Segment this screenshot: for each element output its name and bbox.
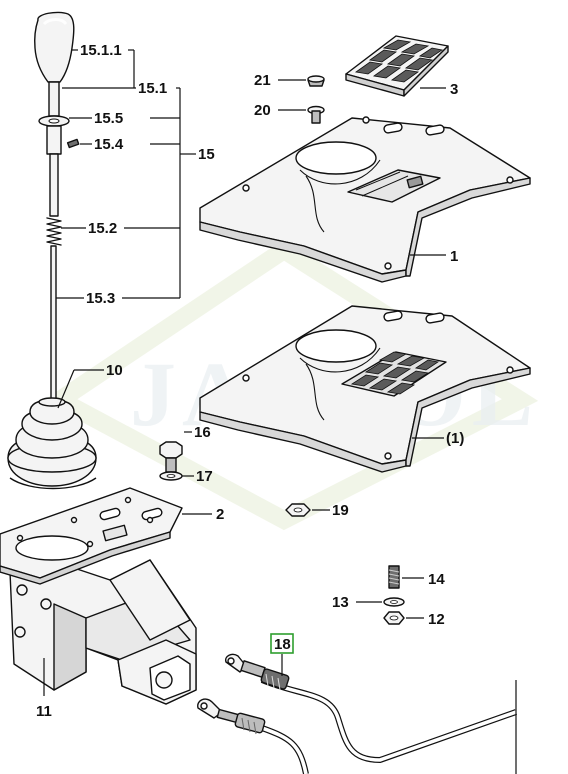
callout-13: 13 [332, 594, 349, 611]
nut-19 [285, 503, 311, 517]
callout-3: 3 [450, 81, 458, 98]
callout-2: 2 [216, 506, 224, 523]
shift-cable-18 [197, 653, 517, 774]
callout-10: 10 [106, 362, 123, 379]
callout-15-1: 15.1 [138, 80, 167, 97]
lever-knob [34, 11, 75, 83]
rubber-boot [7, 397, 97, 490]
callout-12: 12 [428, 611, 445, 628]
stud-14 [388, 565, 400, 589]
callout-15-4: 15.4 [94, 136, 124, 153]
callout-labels: 15.1.1 15.1 15.5 15.4 15 15.2 15.3 21 20… [36, 42, 464, 720]
cap-21 [307, 75, 325, 87]
lever-spring [46, 217, 62, 246]
washer-13 [383, 597, 405, 607]
bolt-16 [159, 441, 183, 473]
lever-upper-shaft [48, 81, 60, 117]
callout-21: 21 [254, 72, 271, 89]
washer-17 [159, 471, 183, 481]
callout-15-5: 15.5 [94, 110, 123, 127]
screw-20 [307, 105, 325, 124]
lever-pin [66, 138, 80, 149]
callout-15-3: 15.3 [86, 290, 115, 307]
lever-mid-shaft [49, 153, 59, 217]
base-bracket [0, 487, 197, 705]
shift-lever-assembly [34, 11, 80, 407]
callout-15: 15 [198, 146, 215, 163]
callout-14: 14 [428, 571, 445, 588]
callout-18-box [270, 633, 294, 654]
callout-11: 11 [36, 703, 52, 720]
cover-plate-1-alt [199, 305, 531, 473]
nut-12 [383, 611, 405, 625]
lever-leader-lines [56, 49, 196, 299]
callout-17: 17 [196, 468, 213, 485]
callout-1: 1 [450, 248, 458, 265]
callout-16: 16 [194, 424, 211, 441]
lever-rod [50, 245, 57, 407]
callout-1-alt: (1) [446, 430, 464, 447]
grille-insert [345, 35, 449, 97]
callout-18: 18 [274, 636, 291, 653]
callout-19: 19 [332, 502, 349, 519]
callout-20: 20 [254, 102, 271, 119]
cover-plate-1 [199, 116, 531, 283]
lever-collar [46, 125, 62, 155]
callout-15-1-1: 15.1.1 [80, 42, 122, 59]
callout-15-2: 15.2 [88, 220, 117, 237]
